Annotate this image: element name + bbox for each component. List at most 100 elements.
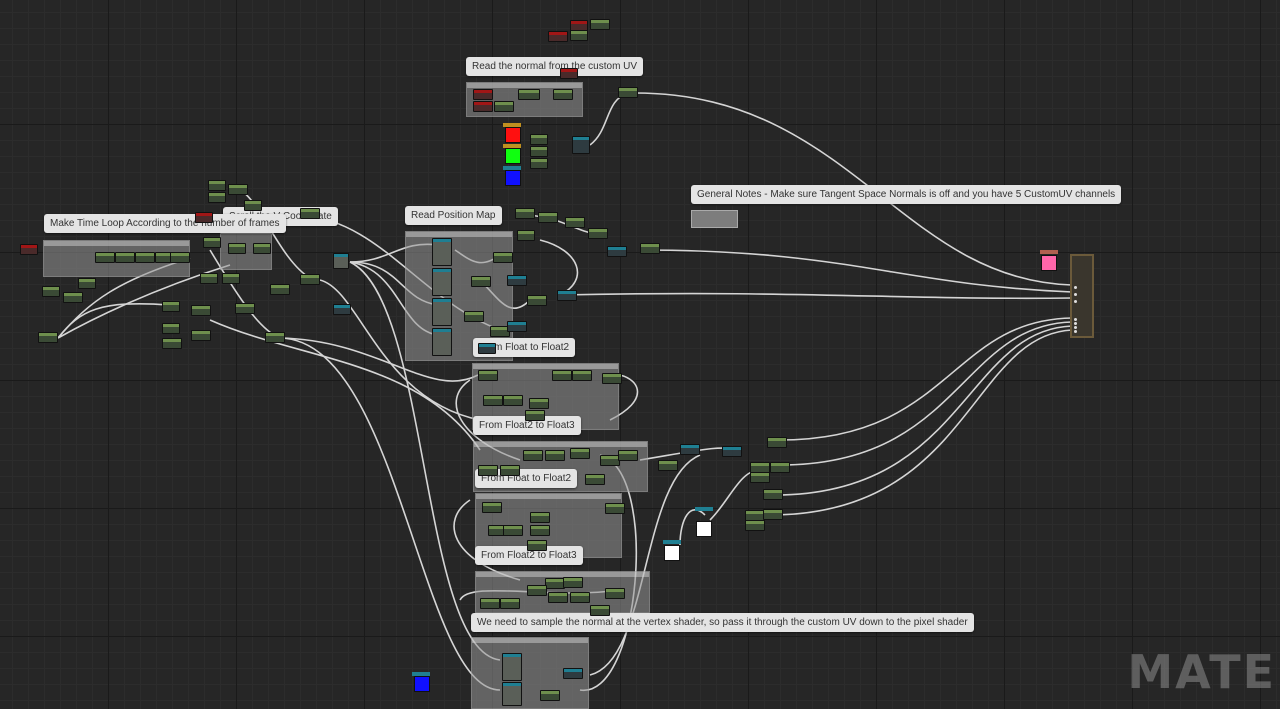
parameter-node[interactable] [473,101,493,112]
expression-node[interactable] [552,370,572,381]
append-node[interactable] [507,275,527,286]
color-constant-blue-bottom[interactable] [414,676,430,692]
expression-node[interactable] [640,243,660,254]
texture-sample-node[interactable] [432,238,452,266]
color-constant-red[interactable] [505,127,521,143]
texture-sample-node[interactable] [502,682,522,706]
comment-label-f23a[interactable]: From Float2 to Float3 [473,416,581,435]
expression-node[interactable] [538,212,558,223]
expression-node[interactable] [563,577,583,588]
texture-sample-node[interactable] [432,328,452,356]
expression-node[interactable] [464,311,484,322]
expression-node[interactable] [38,332,58,343]
expression-node[interactable] [618,87,638,98]
expression-node[interactable] [525,410,545,421]
append-node[interactable] [507,321,527,332]
material-output-icon[interactable] [1070,254,1094,338]
parameter-node[interactable] [20,244,38,255]
expression-node[interactable] [530,158,548,169]
expression-node[interactable] [235,303,255,314]
expression-node[interactable] [605,503,625,514]
expression-node[interactable] [658,460,678,471]
expression-node[interactable] [191,330,211,341]
expression-node[interactable] [767,437,787,448]
color-constant-pink[interactable] [1041,255,1057,271]
expression-node[interactable] [162,338,182,349]
expression-node[interactable] [600,455,620,466]
expression-node[interactable] [565,217,585,228]
expression-node[interactable] [585,474,605,485]
expression-node[interactable] [572,370,592,381]
expression-node[interactable] [500,598,520,609]
comment-label-vertex[interactable]: We need to sample the normal at the vert… [471,613,974,632]
expression-node[interactable] [95,252,115,263]
expression-node[interactable] [618,450,638,461]
expression-node[interactable] [570,30,588,41]
expression-node[interactable] [770,462,790,473]
expression-node[interactable] [530,134,548,145]
expression-node[interactable] [763,489,783,500]
expression-node[interactable] [115,252,135,263]
expression-node[interactable] [503,395,523,406]
color-constant-green[interactable] [505,148,521,164]
comment-label-general-notes[interactable]: General Notes - Make sure Tangent Space … [691,185,1122,204]
append-node[interactable] [722,446,742,457]
comment-label-f23b[interactable]: From Float2 to Float3 [475,546,583,565]
parameter-node[interactable] [560,68,578,79]
comment-label-position-map[interactable]: Read Position Map [405,206,502,225]
comment-label-f2f2a[interactable]: From Float to Float2 [473,338,576,357]
texcoord-node[interactable] [333,253,349,269]
append-node[interactable] [680,444,700,455]
expression-node[interactable] [270,284,290,295]
expression-node[interactable] [244,200,262,211]
texture-sample-node[interactable] [432,298,452,326]
expression-node[interactable] [253,243,271,254]
expression-node[interactable] [300,274,320,285]
expression-node[interactable] [530,512,550,523]
constant-white[interactable] [664,545,680,561]
expression-node[interactable] [63,292,83,303]
expression-node[interactable] [191,305,211,316]
expression-node[interactable] [590,605,610,616]
expression-node[interactable] [515,208,535,219]
parameter-node[interactable] [195,212,213,223]
expression-node[interactable] [530,525,550,536]
expression-node[interactable] [545,450,565,461]
append-node[interactable] [563,668,583,679]
expression-node[interactable] [222,273,240,284]
expression-node[interactable] [588,228,608,239]
texcoord-node[interactable] [333,304,351,315]
expression-node[interactable] [763,509,783,520]
expression-node[interactable] [208,192,226,203]
parameter-node[interactable] [473,89,493,100]
expression-node[interactable] [518,89,540,100]
expression-node[interactable] [570,592,590,603]
expression-node[interactable] [545,578,565,589]
expression-node[interactable] [170,252,190,263]
expression-node[interactable] [208,180,226,191]
comment-label-normal-uv[interactable]: Read the normal from the custom UV [466,57,644,76]
expression-node[interactable] [500,465,520,476]
expression-node[interactable] [605,588,625,599]
expression-node[interactable] [265,332,285,343]
expression-node[interactable] [590,19,610,30]
expression-node[interactable] [553,89,573,100]
expression-node[interactable] [493,252,513,263]
expression-node[interactable] [530,146,548,157]
expression-node[interactable] [162,301,180,312]
texture-sample-node[interactable] [432,268,452,296]
expression-node[interactable] [517,230,535,241]
expression-node[interactable] [503,525,523,536]
expression-node[interactable] [478,370,498,381]
parameter-node[interactable] [548,31,568,42]
expression-node[interactable] [750,472,770,483]
expression-node[interactable] [527,540,547,551]
append-node[interactable] [557,290,577,301]
append-node[interactable] [607,246,627,257]
expression-node[interactable] [602,373,622,384]
append-node[interactable] [572,136,590,154]
expression-node[interactable] [527,295,547,306]
constant-white[interactable] [696,521,712,537]
expression-node[interactable] [162,323,180,334]
texture-sample-node[interactable] [502,653,522,681]
